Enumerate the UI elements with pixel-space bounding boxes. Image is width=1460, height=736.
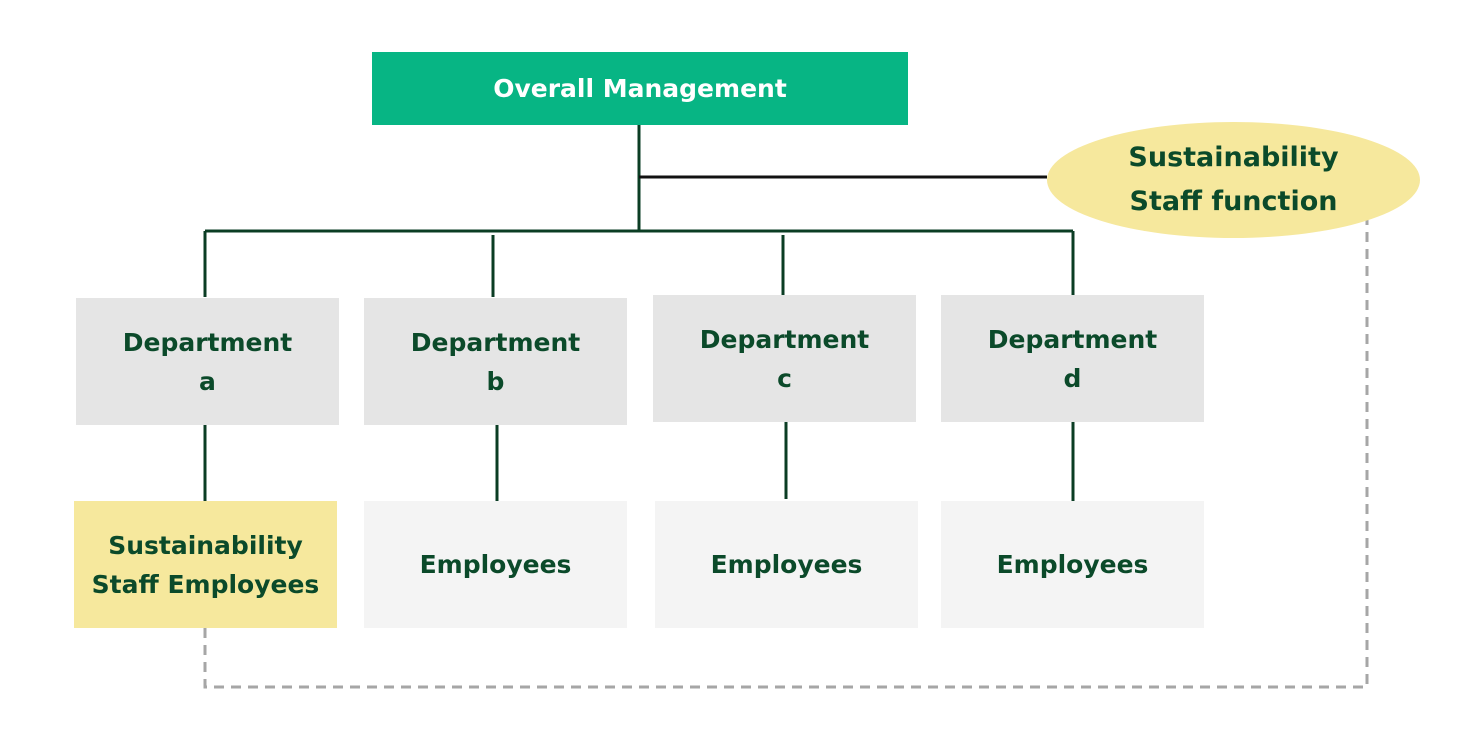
department-a-box: Department a [76, 298, 339, 425]
staff-employees-label: Sustainability Staff Employees [91, 530, 320, 599]
department-a-label: Department a [122, 327, 293, 396]
department-d-label: Department d [987, 324, 1158, 393]
overall-management-box: Overall Management [372, 52, 908, 125]
employees-c-box: Employees [655, 501, 918, 628]
department-c-box: Department c [653, 295, 916, 422]
department-c-label: Department c [699, 324, 870, 393]
department-d-box: Department d [941, 295, 1204, 422]
staff-function-label: Sustainability Staff function [1128, 142, 1339, 217]
department-b-label: Department b [410, 327, 581, 396]
employees-d-box: Employees [941, 501, 1204, 628]
overall-management-label: Overall Management [493, 74, 787, 103]
sustainability-staff-function-ellipse: Sustainability Staff function [1047, 122, 1420, 238]
employees-b-label: Employees [419, 550, 572, 579]
employees-b-box: Employees [364, 501, 627, 628]
department-b-box: Department b [364, 298, 627, 425]
employees-d-label: Employees [996, 550, 1149, 579]
employees-c-label: Employees [710, 550, 863, 579]
sustainability-staff-employees-box: Sustainability Staff Employees [74, 501, 337, 628]
